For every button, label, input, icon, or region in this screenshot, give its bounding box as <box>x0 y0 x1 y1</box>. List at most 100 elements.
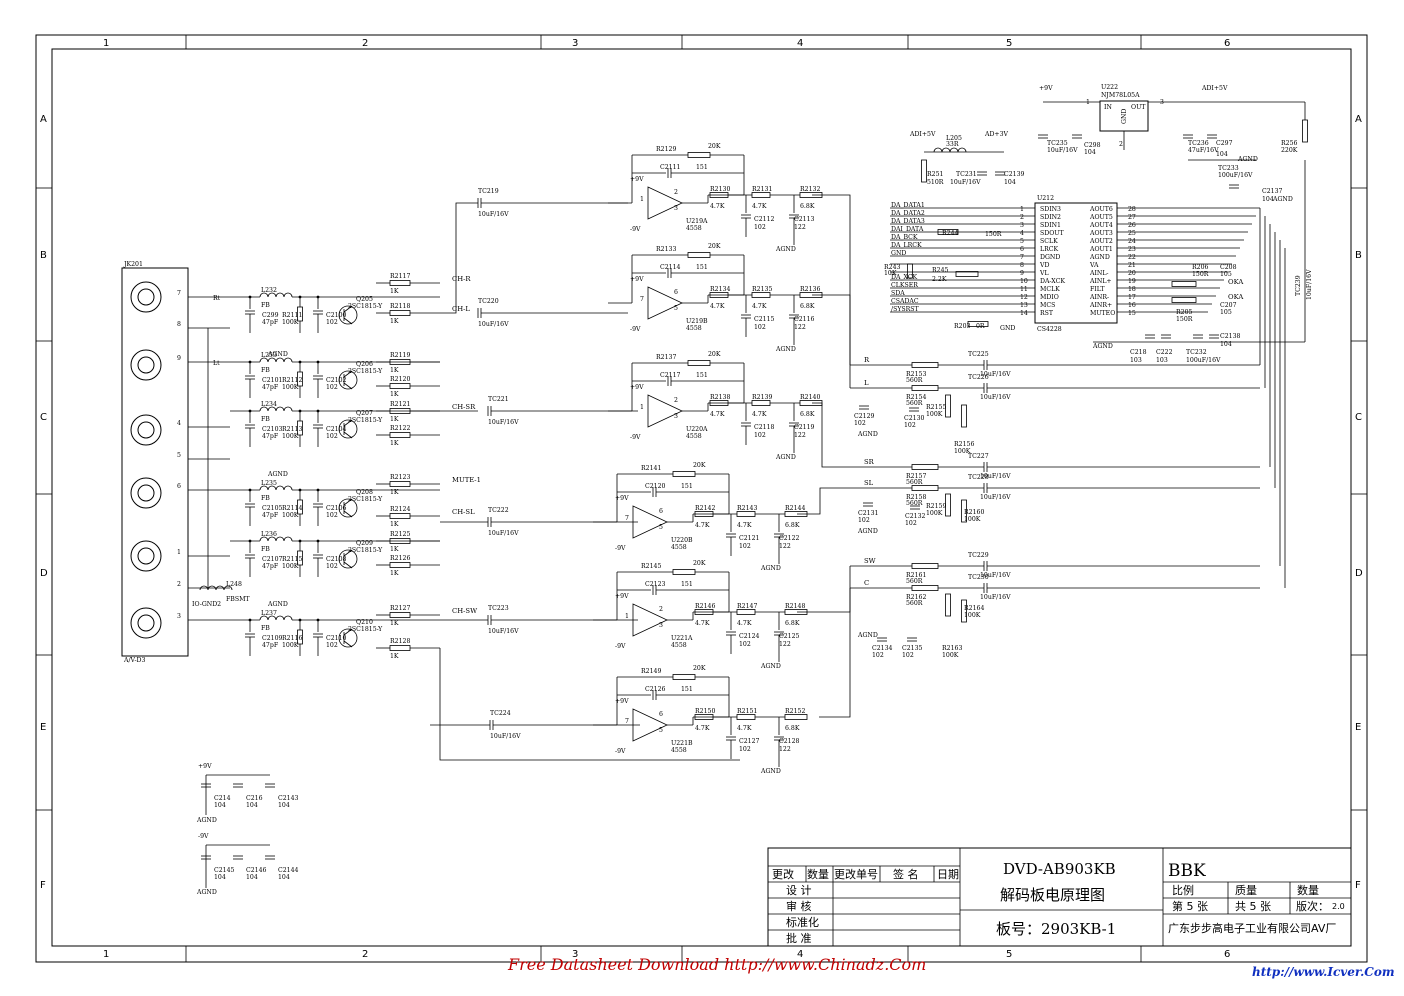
grid-col-label-bottom: 4 <box>797 949 803 960</box>
jack-socket <box>130 607 162 639</box>
junction-dot <box>298 360 302 364</box>
resistor <box>389 310 411 316</box>
grid-col-label-top: 5 <box>1006 38 1012 49</box>
label: C2114 <box>660 264 681 271</box>
u212-input-signal: DA_DATA1 <box>891 202 925 209</box>
jack-pin-number: 4 <box>177 420 181 427</box>
u212-right-pin-name: AGND <box>1089 254 1110 261</box>
u222-part: NJM78L05A <box>1101 92 1140 99</box>
grid-col-label-top: 1 <box>103 38 109 49</box>
label: C2100 <box>326 312 347 319</box>
label: 1 <box>625 613 629 620</box>
jack-pin-number: 6 <box>177 483 181 490</box>
transistor-body <box>338 370 358 390</box>
net-label: CH-SL <box>452 508 475 516</box>
grid-row-label-left: A <box>40 114 47 125</box>
grid-row-label-left: D <box>40 568 48 579</box>
label: C2111 <box>660 164 681 171</box>
resistor <box>961 599 967 623</box>
label: U221B <box>671 740 693 747</box>
label: 10uF/16V <box>980 494 1011 501</box>
label: R2129 <box>656 146 676 153</box>
junction-dot <box>298 539 302 543</box>
label: AGND <box>775 246 796 253</box>
jack-socket <box>130 349 162 381</box>
label: TC219 <box>478 188 499 195</box>
junction-dot <box>248 409 252 413</box>
label: U221A <box>671 635 693 642</box>
tb-hdr-0: 更改 <box>772 867 794 881</box>
resistor <box>784 609 808 615</box>
tb-company: 广东步步高电子工业有限公司AV厂 <box>1168 921 1336 935</box>
label: 6 <box>659 508 663 515</box>
jack-pin-number: 2 <box>177 581 181 588</box>
label: R2115 <box>282 556 302 563</box>
label: L236 <box>261 531 277 538</box>
label: -9V <box>615 545 626 552</box>
label: 47pF <box>262 642 279 649</box>
grid-row-label-left: F <box>40 880 46 891</box>
label: R2113 <box>282 426 302 433</box>
label: 560R <box>906 500 923 507</box>
grid-row-label-right: B <box>1355 250 1362 261</box>
label: R2150 <box>695 708 715 715</box>
label: AGND <box>1272 196 1293 203</box>
label: 4.7K <box>737 725 752 732</box>
label: FBSMT <box>226 596 250 603</box>
net-label: CH-L <box>452 305 470 313</box>
jack-socket-inner <box>137 547 155 565</box>
resistor <box>736 609 756 615</box>
label: C222 <box>1156 349 1173 356</box>
label: -9V <box>630 434 641 441</box>
label: -9V <box>630 226 641 233</box>
label: 100K <box>282 433 299 440</box>
grid-row-label-left: C <box>40 412 47 423</box>
label: 104 <box>214 874 226 881</box>
u212-left-pin-number: 3 <box>1020 222 1024 229</box>
label: 1K <box>390 416 399 423</box>
label: FB <box>261 495 270 502</box>
wire <box>343 419 353 427</box>
label: 100K <box>926 510 943 517</box>
label: 122 <box>779 543 791 550</box>
label: 10K <box>884 270 897 277</box>
resistor <box>955 271 979 277</box>
u212-left-pin-name: DGND <box>1040 254 1060 261</box>
label: R244 <box>942 230 959 237</box>
u212-right-pin-name: AOUT5 <box>1089 214 1113 221</box>
label: 4.7K <box>710 303 725 310</box>
label: AGND <box>196 889 217 896</box>
op-amp-symbol <box>647 394 683 428</box>
inductor <box>259 357 293 363</box>
label: AGND <box>267 471 288 478</box>
label: 4.7K <box>752 203 767 210</box>
label: +9V <box>615 593 629 600</box>
label: R2126 <box>390 555 410 562</box>
label: C2135 <box>902 645 923 652</box>
label: 5 <box>659 727 663 734</box>
tb-hdr-3: 签 名 <box>893 867 919 881</box>
label: 10uF/16V <box>488 419 519 426</box>
label: C2105 <box>262 505 283 512</box>
label: R2151 <box>737 708 757 715</box>
label: 122 <box>794 432 806 439</box>
inner-frame <box>51 48 1352 947</box>
label: 122 <box>794 324 806 331</box>
label: AGND <box>760 565 781 572</box>
tb-board: 板号：2903KB-1 <box>996 920 1116 938</box>
grid-row-label-right: E <box>1355 722 1361 733</box>
label: C2108 <box>326 556 347 563</box>
resistor <box>799 292 823 298</box>
tb-info-1: 质量 <box>1235 884 1257 897</box>
u212-left-pin-name: SDIN3 <box>1040 206 1061 213</box>
jack-socket <box>130 540 162 572</box>
label: C2109 <box>262 635 283 642</box>
junction-dot <box>248 539 252 543</box>
label: 100K <box>964 612 981 619</box>
label: R2136 <box>800 286 820 293</box>
resistor <box>389 432 411 438</box>
u222-ref: U222 <box>1101 84 1118 91</box>
transistor-body <box>338 305 358 325</box>
